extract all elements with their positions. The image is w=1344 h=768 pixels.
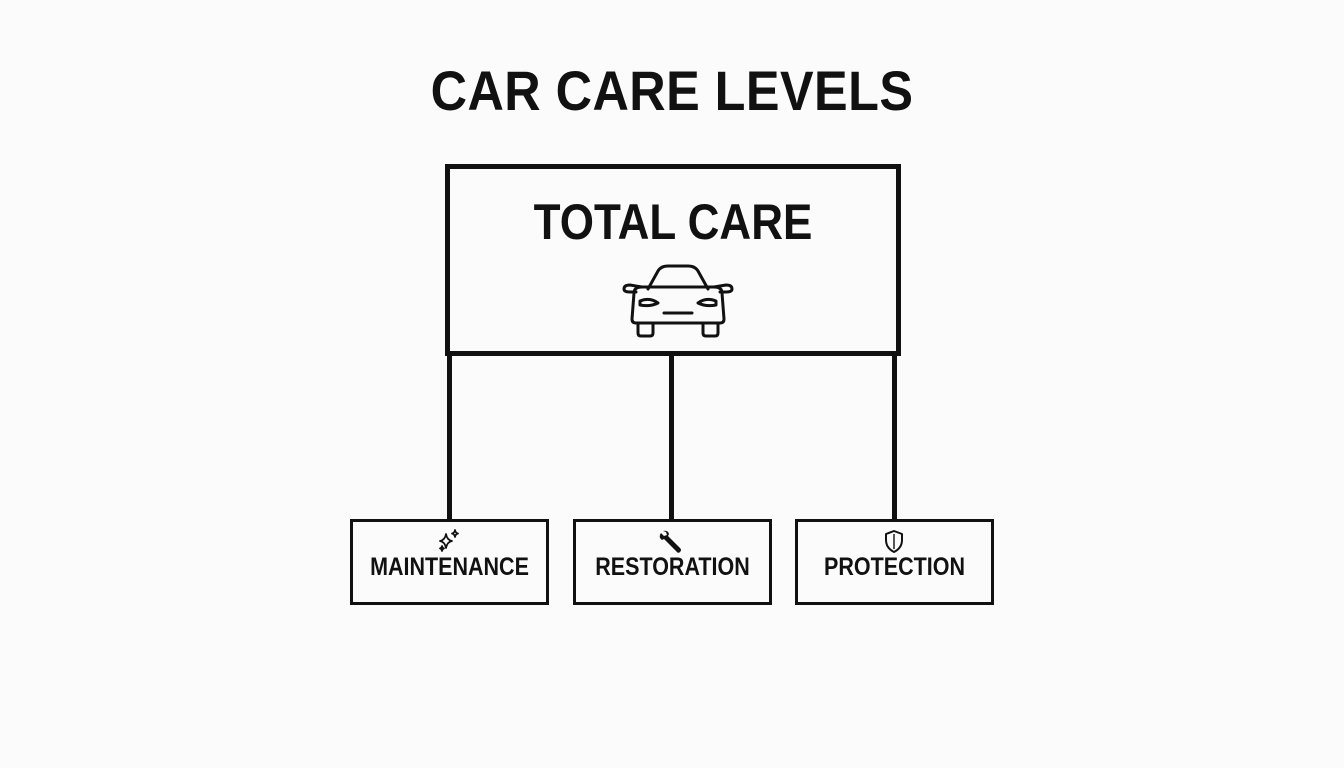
sparkle-icon bbox=[439, 529, 459, 552]
diagram-title: CAR CARE LEVELS bbox=[430, 59, 914, 122]
child-node-maintenance: MAINTENANCE bbox=[350, 519, 549, 605]
car-icon bbox=[622, 264, 734, 338]
root-node-label: TOTAL CARE bbox=[533, 194, 813, 250]
wrench-icon bbox=[659, 530, 681, 553]
child-node-protection: PROTECTION bbox=[795, 519, 994, 605]
shield-icon bbox=[885, 530, 903, 553]
connector-restoration bbox=[669, 354, 674, 520]
child-node-label: PROTECTION bbox=[824, 553, 965, 581]
root-node-total-care: TOTAL CARE bbox=[445, 164, 901, 356]
connector-protection bbox=[892, 354, 897, 520]
child-node-restoration: RESTORATION bbox=[573, 519, 772, 605]
child-node-label: MAINTENANCE bbox=[370, 553, 529, 581]
connector-maintenance bbox=[447, 354, 452, 520]
child-node-label: RESTORATION bbox=[595, 553, 750, 581]
